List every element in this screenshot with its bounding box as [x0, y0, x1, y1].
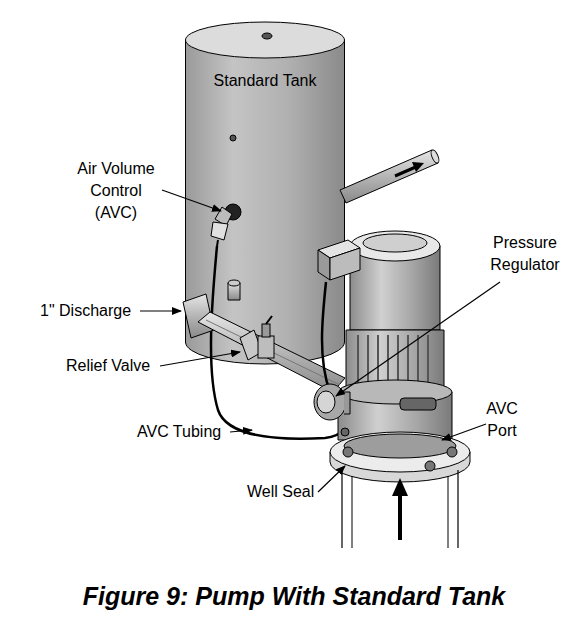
callout-label: Relief Valve — [66, 355, 150, 377]
callout-label: AVC Port — [478, 398, 526, 442]
pump-motor — [338, 231, 452, 440]
callout-label: Well Seal — [247, 481, 314, 503]
tank-label: Standard Tank — [185, 72, 345, 90]
tank-top — [186, 22, 345, 58]
figure-caption: Figure 9: Pump With Standard Tank — [0, 582, 588, 611]
tank-node: Standard Tank — [185, 20, 345, 370]
callout-label: Pressure Regulator — [482, 232, 568, 276]
pressure-regulator — [314, 384, 350, 420]
tank-plug — [230, 135, 236, 141]
callout-label: 1" Discharge — [40, 300, 131, 322]
tank-body — [186, 40, 345, 364]
outlet-pipe — [340, 149, 440, 203]
callout-label: Air Volume Control (AVC) — [70, 158, 162, 224]
tank-cap — [262, 33, 272, 39]
callout-label: AVC Tubing — [137, 421, 221, 443]
well-casing — [342, 470, 458, 548]
well-seal — [330, 428, 470, 482]
